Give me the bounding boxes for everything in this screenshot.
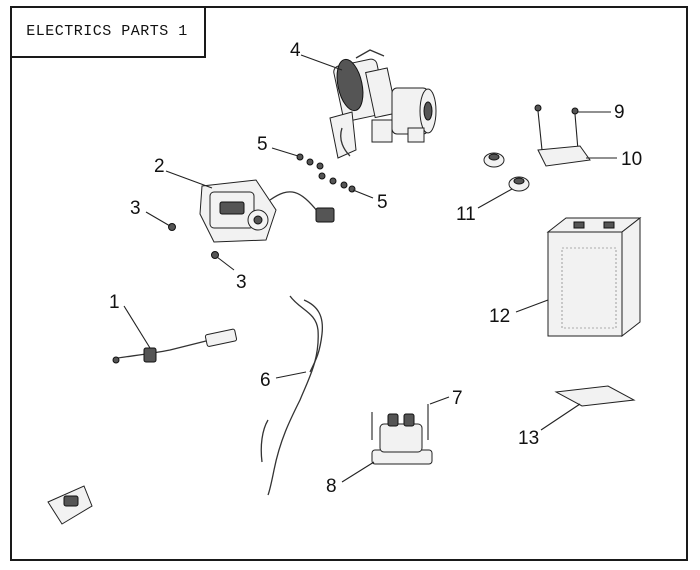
grommet-pair [483, 152, 530, 192]
callout-4: 4 [290, 40, 301, 61]
wiring-harness-icon [260, 295, 324, 496]
manual-card [554, 385, 636, 407]
bolt-lower [211, 251, 219, 259]
screw-set-lower [318, 172, 356, 193]
battery-icon [546, 216, 642, 338]
callout-5-upper: 5 [257, 134, 268, 155]
bolt-left [168, 223, 176, 231]
callout-2: 2 [154, 156, 165, 177]
callout-8: 8 [326, 476, 337, 497]
callout-5-lower: 5 [377, 192, 388, 213]
callout-7: 7 [452, 388, 463, 409]
callout-10: 10 [621, 149, 642, 170]
callout-3-lower: 3 [236, 272, 247, 293]
page-title: ELECTRICS PARTS 1 [26, 22, 188, 40]
callout-12: 12 [489, 306, 510, 327]
callout-1: 1 [109, 292, 120, 313]
callout-6: 6 [260, 370, 271, 391]
control-box-icon [199, 179, 335, 243]
callout-3-left: 3 [130, 198, 141, 219]
winch-icon [329, 49, 437, 159]
lead-harness [112, 328, 238, 364]
callout-9: 9 [614, 102, 625, 123]
direction-arrow-icon [47, 485, 93, 525]
callout-13: 13 [518, 428, 539, 449]
title-box: ELECTRICS PARTS 1 [10, 6, 206, 58]
solenoid-icon [371, 404, 433, 465]
diagram-frame [10, 6, 688, 561]
clip-bracket [534, 104, 591, 167]
screw-set-upper [296, 153, 324, 170]
callout-11: 11 [456, 204, 476, 225]
